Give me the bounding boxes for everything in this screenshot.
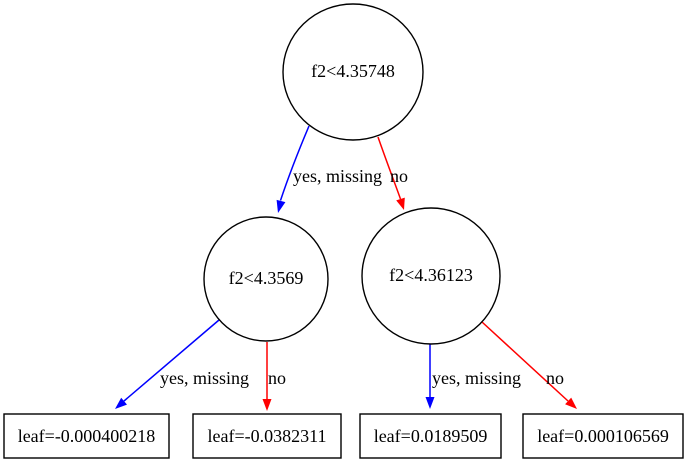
leaf-node-1-label: leaf=-0.0382311 [208,426,327,446]
edge-root-to-right [377,136,402,200]
leaf-node-0-label: leaf=-0.000400218 [18,426,156,446]
leaf-node-0 [3,413,170,459]
leaf-node-3 [522,413,684,459]
edge-label-left-no: no [268,368,286,388]
decision-nodes: f2<4.35748 f2<4.3569 f2<4.36123 [203,3,501,345]
edge-left-to-leaf0 [123,319,220,402]
decision-node-right [361,207,501,345]
leaf-node-1 [192,413,342,459]
edge-left-to-leaf0-arrowhead-icon [115,397,127,409]
leaf-node-3-label: leaf=0.000106569 [537,426,669,446]
decision-node-left-label: f2<4.3569 [229,268,304,288]
edges: yes, missing no yes, missing no yes, mis… [115,125,577,411]
edge-right-to-leaf3-arrowhead-icon [565,397,577,409]
decision-node-left [203,216,329,342]
edge-label-right-no: no [546,368,564,388]
decision-node-root-label: f2<4.35748 [311,61,395,81]
edge-label-root-yes: yes, missing [293,166,382,186]
edge-root-to-right-arrowhead-icon [396,197,405,210]
edge-label-left-yes: yes, missing [160,368,249,388]
leaf-node-2 [359,413,502,459]
edge-label-root-no: no [390,166,408,186]
edge-left-to-leaf1-arrowhead-icon [262,399,272,411]
edge-root-to-left [279,125,310,201]
edge-root-to-left-arrowhead-icon [276,199,286,213]
leaf-nodes: leaf=-0.000400218 leaf=-0.0382311 leaf=0… [3,413,684,459]
edge-label-right-yes: yes, missing [432,368,521,388]
decision-node-root [282,3,424,141]
edge-right-to-leaf3 [481,321,569,402]
decision-node-right-label: f2<4.36123 [389,265,473,285]
edge-right-to-leaf2-arrowhead-icon [425,397,435,409]
leaf-node-2-label: leaf=0.0189509 [374,426,488,446]
